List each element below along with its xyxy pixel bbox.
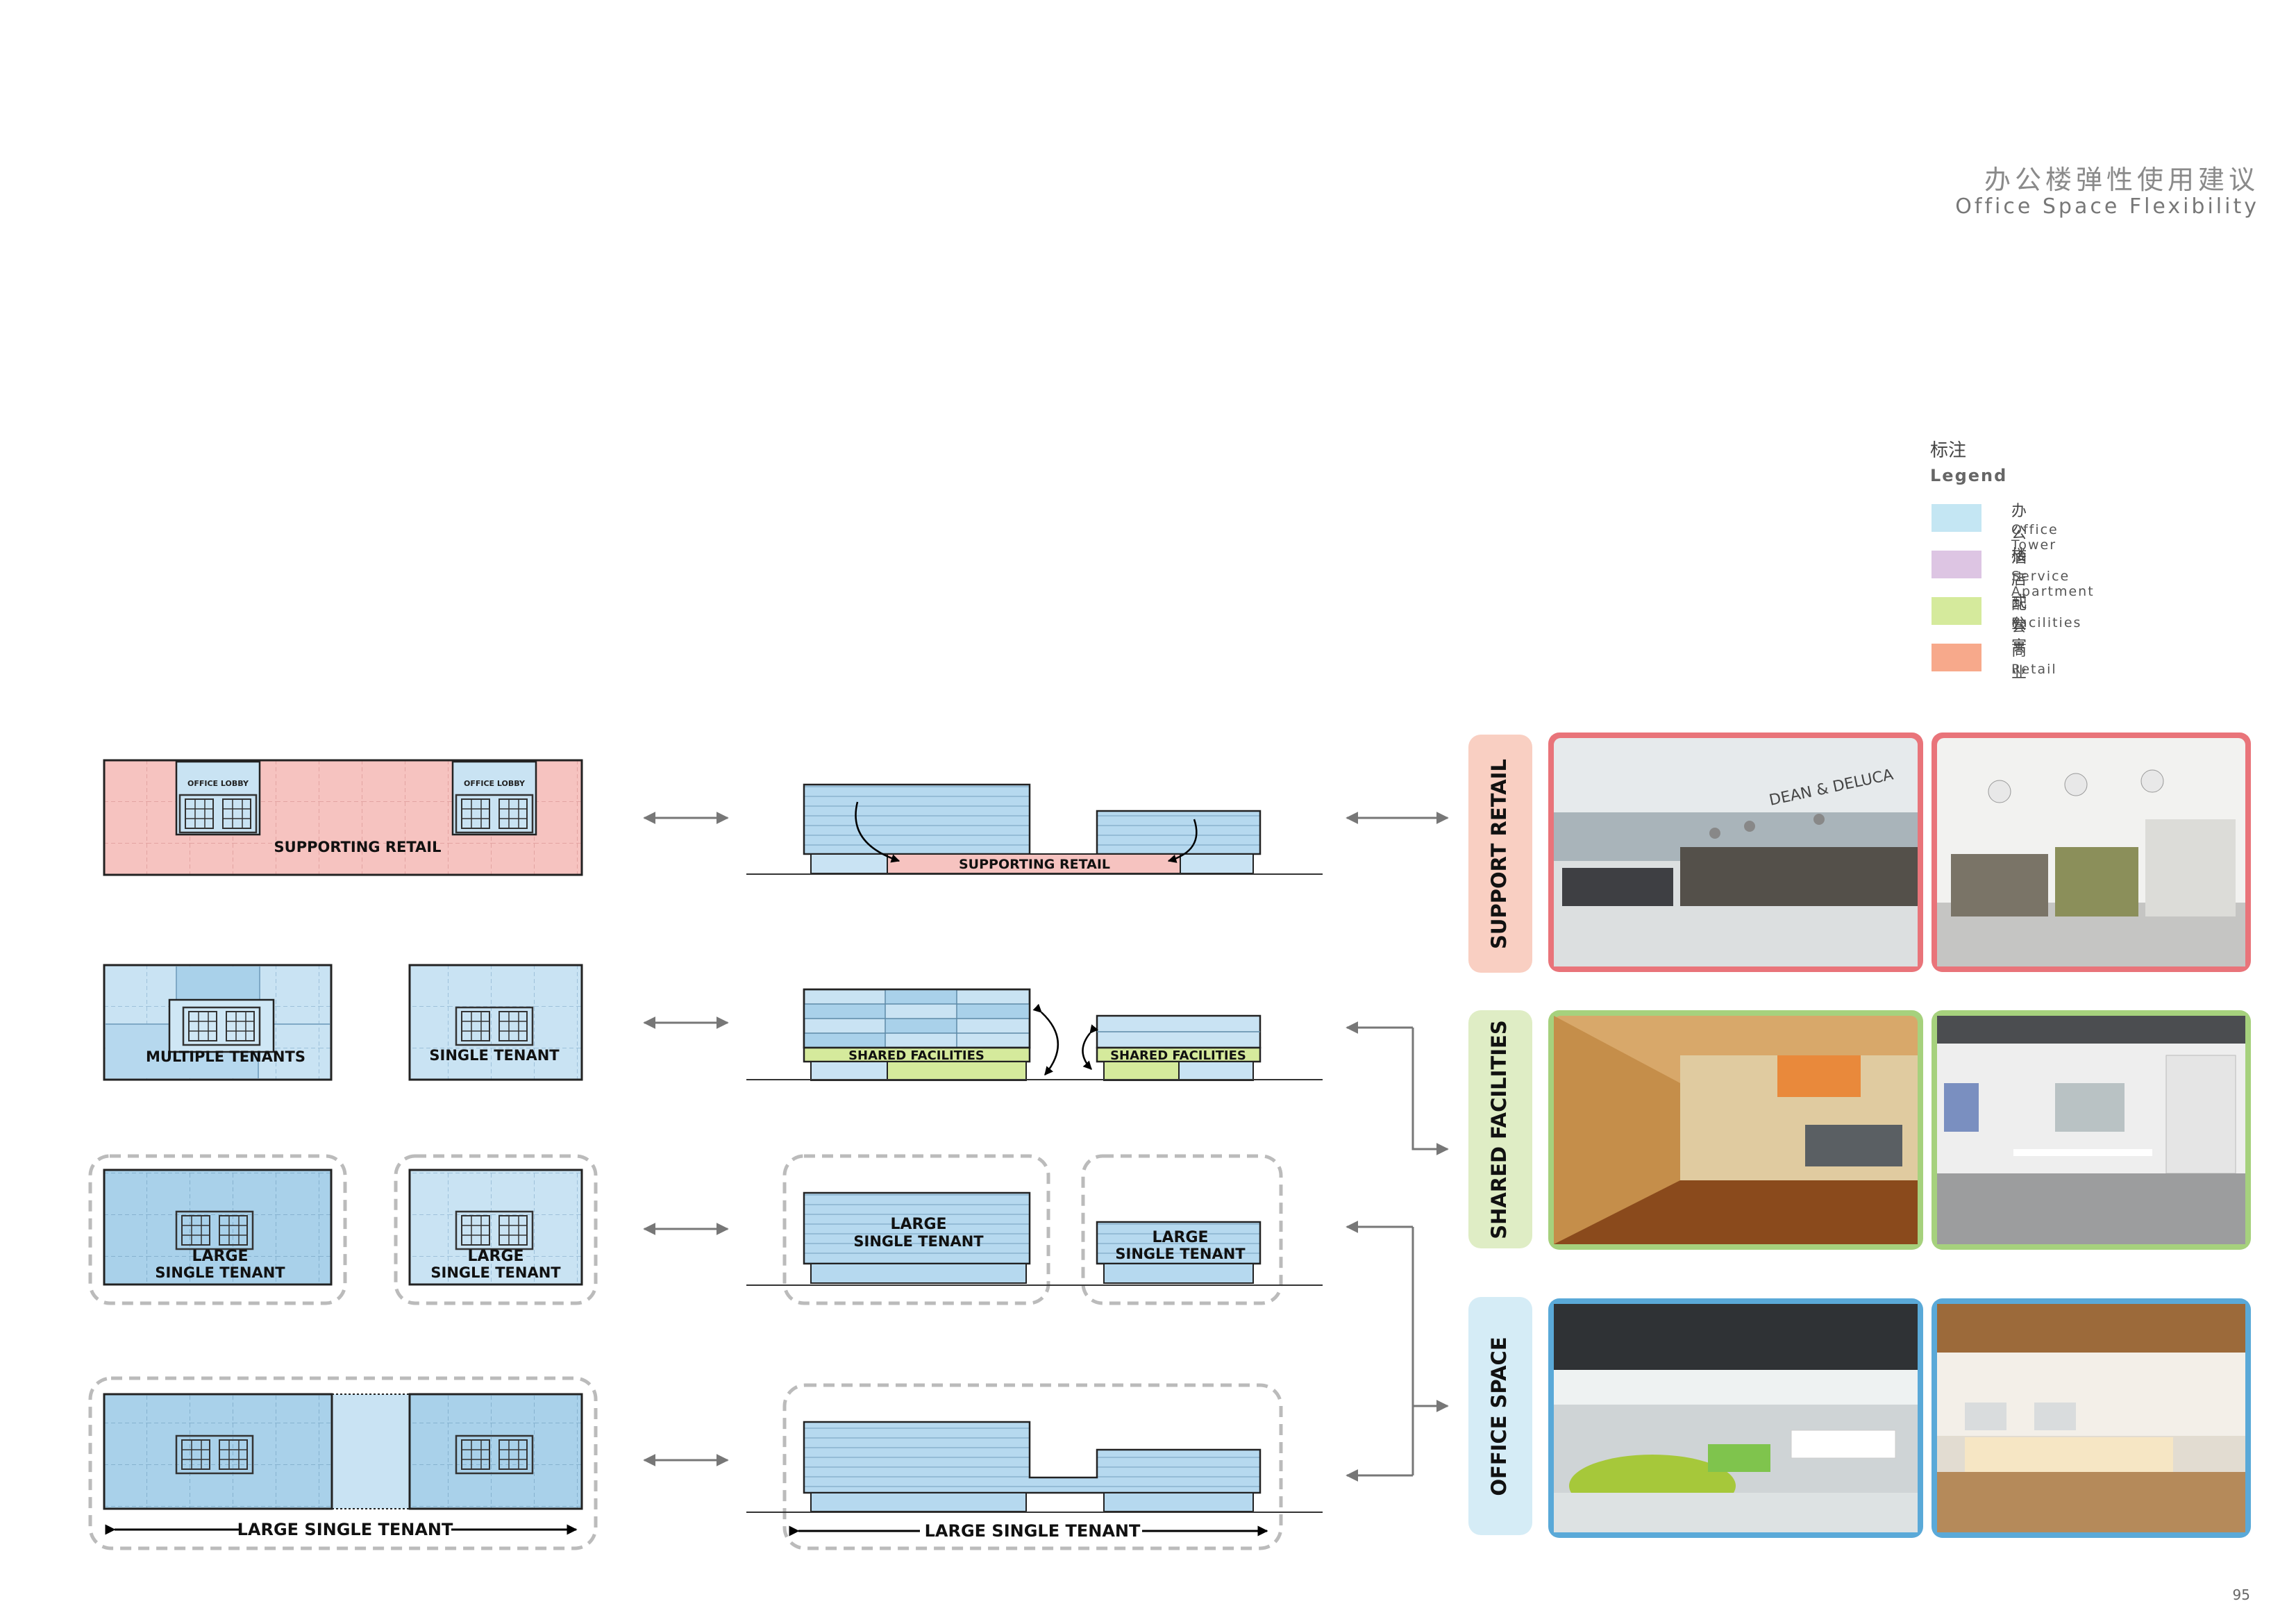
large-single-tenant-section-label: LARGE SINGLE TENANT	[925, 1521, 1141, 1541]
category-tab-shared-facilities: SHARED FACILITIES	[1468, 1010, 1532, 1248]
category-tab-office-space: OFFICE SPACE	[1468, 1297, 1532, 1535]
row3-connector	[1346, 1221, 1449, 1412]
category-label: SUPPORT RETAIL	[1487, 759, 1511, 949]
large-label: LARGE	[192, 1248, 248, 1265]
retail-photo-2	[1932, 733, 2251, 972]
office-lobby-label: OFFICE LOBBY	[187, 779, 249, 788]
shared-facilities-label: SHARED FACILITIES	[848, 1048, 984, 1063]
facilities-photo-1	[1548, 1010, 1923, 1250]
large-label: LARGE	[1152, 1229, 1208, 1246]
multiple-tenants-label: MULTIPLE TENANTS	[146, 1048, 305, 1065]
legend-label-cn: 酒店式公寓	[2011, 549, 2027, 655]
row1-section: SUPPORTING RETAIL	[746, 783, 1323, 875]
row1-plan: OFFICE LOBBY OFFICE LOBBY SUPPORTING RET…	[103, 759, 583, 876]
legend-swatch-retail	[1932, 644, 1981, 671]
row2-section: SHARED FACILITIES SHARED FACILITIES	[746, 988, 1323, 1081]
office-photo-1	[1548, 1298, 1923, 1538]
large-single-tenant-plan-label: LARGE SINGLE TENANT	[237, 1520, 453, 1539]
legend-title-cn: 标注	[1930, 440, 1967, 461]
supporting-retail-plan-label: SUPPORTING RETAIL	[274, 839, 442, 855]
page-title-en: Office Space Flexibility	[1955, 194, 2259, 219]
legend-label-en: Service Apartment	[2011, 569, 2095, 599]
category-label: SHARED FACILITIES	[1487, 1020, 1511, 1239]
retail-photo-1: DEAN & DELUCA	[1548, 733, 1923, 972]
row2-plan-single: SINGLE TENANT	[408, 964, 583, 1081]
single-tenant-label: SINGLE TENANT	[1115, 1246, 1246, 1262]
legend-label-en: Facilities	[2011, 615, 2082, 630]
row3-section: LARGE SINGLE TENANT LARGE SINGLE TENANT	[746, 1154, 1323, 1305]
category-label: OFFICE SPACE	[1487, 1337, 1511, 1496]
page-title-cn: 办公楼弹性使用建议	[1984, 165, 2259, 195]
single-tenant-label: SINGLE TENANT	[429, 1047, 560, 1064]
large-label: LARGE	[890, 1216, 946, 1233]
row4-plan: LARGE SINGLE TENANT	[88, 1376, 598, 1550]
row3-plan-a: LARGE SINGLE TENANT	[88, 1154, 347, 1305]
single-tenant-label: SINGLE TENANT	[430, 1264, 561, 1281]
facilities-photo-2	[1932, 1010, 2251, 1250]
office-photo-2	[1932, 1298, 2251, 1538]
legend: 标注 Legend	[1930, 436, 2007, 485]
row3-plan-b: LARGE SINGLE TENANT	[394, 1154, 598, 1305]
legend-swatch-apartment	[1932, 551, 1981, 578]
legend-swatch-office	[1932, 504, 1981, 532]
single-tenant-label: SINGLE TENANT	[155, 1264, 285, 1281]
single-tenant-label: SINGLE TENANT	[853, 1233, 984, 1250]
row4-connector	[1346, 1406, 1414, 1482]
large-label: LARGE	[467, 1248, 523, 1265]
supporting-retail-section-label: SUPPORTING RETAIL	[959, 857, 1110, 872]
shared-facilities-label: SHARED FACILITIES	[1110, 1048, 1246, 1063]
category-tab-support-retail: SUPPORT RETAIL	[1468, 735, 1532, 973]
legend-title-en: Legend	[1930, 466, 2008, 485]
row4-section: LARGE SINGLE TENANT	[746, 1383, 1323, 1550]
legend-swatch-facilities	[1932, 597, 1981, 625]
page-number: 95	[2232, 1587, 2250, 1603]
office-lobby-label: OFFICE LOBBY	[464, 779, 526, 788]
legend-label-en: Office Tower	[2011, 522, 2059, 553]
legend-label-cn: 配套	[2011, 596, 2027, 635]
legend-label-cn: 商业	[2011, 642, 2027, 682]
row2-connector	[1346, 1021, 1449, 1155]
legend-label-en: Retail	[2011, 662, 2057, 677]
legend-label-cn: 办公楼	[2011, 503, 2027, 564]
row2-plan-multiple: MULTIPLE TENANTS	[103, 964, 333, 1081]
